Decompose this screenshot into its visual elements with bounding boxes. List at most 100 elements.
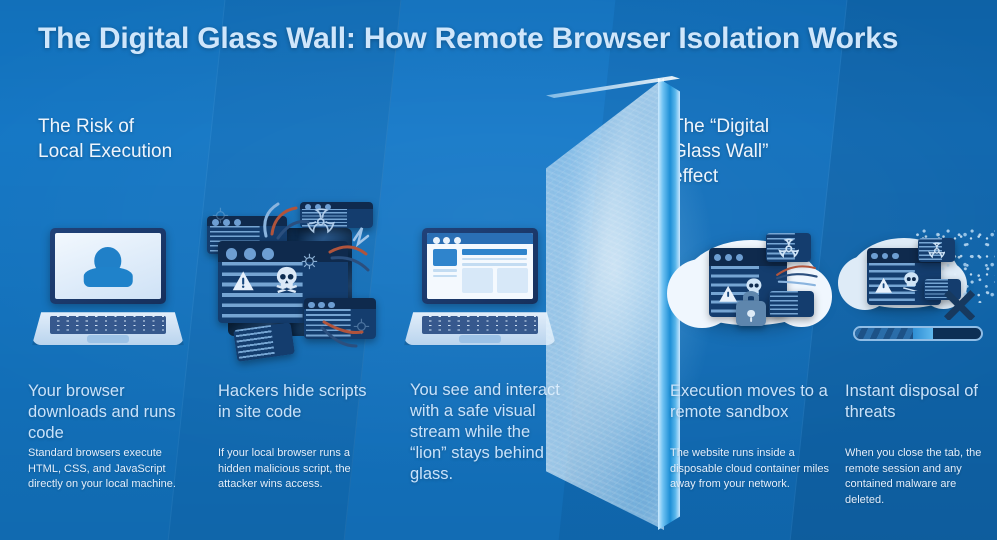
page-text-line	[461, 257, 528, 261]
close-x-icon	[943, 290, 975, 320]
window-dot-icon	[713, 254, 721, 262]
laptop-screen	[427, 233, 533, 299]
window-dot-icon	[324, 203, 332, 211]
column-visual-stream: You see and interact with a safe visual …	[404, 0, 560, 540]
window-titlebar	[303, 297, 376, 309]
column-body: The website runs inside a disposable clo…	[670, 447, 829, 490]
malware-swirl-icon	[204, 200, 376, 362]
disposal-progress-bar	[852, 325, 984, 342]
window-dot-icon	[234, 219, 242, 227]
laptop-screen	[55, 233, 161, 299]
page-content	[427, 244, 533, 298]
disposal-progress-fill	[854, 327, 934, 340]
section-label-glass-wall: The “Digital Glass Wall” effect	[672, 114, 862, 189]
laptop-webpage-icon	[404, 228, 556, 350]
page-card	[496, 268, 528, 294]
laptop-trackpad-icon	[458, 334, 502, 344]
biohazard-icon	[927, 242, 946, 259]
biohazard-icon	[777, 238, 799, 258]
page-header-bar	[461, 249, 528, 256]
window-dot-icon	[223, 219, 231, 227]
section-label-glass-wall-line2: Glass Wall”	[672, 141, 769, 162]
window-dot-icon	[871, 252, 878, 260]
window-dot-icon	[318, 301, 325, 309]
laptop-base	[404, 312, 556, 346]
page-text-line	[461, 263, 528, 266]
page-thumbnail	[432, 249, 458, 267]
window-dot-icon	[328, 301, 335, 309]
window-dot-icon	[262, 248, 274, 261]
page-text-line	[432, 274, 458, 278]
page-text-line	[432, 269, 458, 272]
column-heading: Hackers hide scripts in site code	[218, 382, 367, 421]
warning-triangle-icon	[875, 278, 893, 294]
laptop-keyboard-icon	[50, 316, 166, 334]
column-heading: You see and interact with a safe visual …	[410, 381, 560, 483]
laptop-lid	[422, 228, 538, 304]
window-dot-icon	[724, 254, 732, 262]
window-dot-icon	[453, 236, 461, 244]
virus-particle-icon	[212, 208, 229, 224]
column-heading: Execution moves to a remote sandbox	[670, 382, 828, 421]
threat-window-icon	[918, 238, 955, 262]
column-body: When you close the tab, the remote sessi…	[845, 447, 982, 506]
page-sidebar	[432, 249, 458, 293]
page-card-row	[461, 268, 528, 294]
window-dot-icon	[443, 236, 451, 244]
threat-window-icon	[766, 232, 811, 262]
glass-face	[546, 78, 664, 530]
code-lines	[303, 308, 376, 340]
window-dot-icon	[314, 203, 322, 211]
window-dot-icon	[881, 252, 889, 260]
page-main-column	[461, 249, 528, 294]
malware-tentacles-icon	[263, 202, 370, 348]
skull-icon	[746, 278, 762, 294]
column-local-execution: Your browser downloads and runs code Sta…	[28, 0, 188, 540]
cloud-dissolve-x-icon	[837, 226, 995, 346]
window-dot-icon	[432, 236, 440, 244]
code-snippet-icon	[769, 290, 814, 318]
code-lines	[769, 290, 814, 318]
column-hidden-scripts: Hackers hide scripts in site code If you…	[207, 0, 376, 540]
page-title: The Digital Glass Wall: How Remote Brows…	[38, 22, 899, 55]
warning-triangle-icon	[232, 270, 254, 290]
padlock-shackle	[742, 291, 760, 305]
padlock-keyhole	[747, 309, 755, 322]
browser-page-mockup	[427, 233, 533, 299]
laptop-lid	[50, 228, 166, 304]
laptop-base	[32, 312, 184, 346]
column-heading: Your browser downloads and runs code	[28, 382, 176, 442]
threat-glyph	[918, 238, 955, 262]
section-label-local-risk: The Risk of Local Execution	[38, 114, 268, 164]
laptop-keyboard-icon	[422, 316, 538, 334]
threat-glyph	[766, 232, 811, 262]
window-dot-icon	[891, 252, 899, 260]
window-dot-icon	[225, 248, 238, 261]
window-dot-icon	[308, 301, 315, 309]
window-dot-icon	[304, 203, 312, 211]
biohazard-icon	[307, 208, 335, 234]
malware-tentacles-icon	[776, 265, 818, 287]
window-titlebar	[207, 215, 287, 227]
page-card	[461, 268, 493, 294]
skull-crossbones-icon	[276, 267, 297, 294]
column-body: If your local browser runs a hidden mali…	[218, 447, 351, 490]
virus-particle-icon	[302, 253, 318, 270]
column-body: Standard browsers execute HTML, CSS, and…	[28, 447, 176, 490]
column-heading: Instant disposal of threats	[845, 382, 978, 421]
column-instant-disposal: Instant disposal of threats When you clo…	[837, 0, 995, 540]
window-dot-icon	[212, 219, 220, 227]
window-dot-icon	[735, 254, 743, 262]
section-label-glass-wall-line3: effect	[672, 166, 718, 187]
window-dot-icon	[243, 248, 256, 261]
cloud-lock-icon	[667, 222, 832, 354]
column-remote-sandbox: Execution moves to a remote sandbox The …	[667, 0, 832, 540]
skull-icon	[902, 271, 919, 292]
warning-triangle-icon	[719, 285, 738, 302]
browser-titlebar	[427, 233, 533, 245]
section-label-local-risk-line2: Local Execution	[38, 141, 173, 162]
user-avatar-body-icon	[83, 267, 133, 287]
laptop-trackpad-icon	[86, 334, 130, 344]
code-window-icon	[303, 297, 376, 340]
window-titlebar	[300, 201, 373, 211]
